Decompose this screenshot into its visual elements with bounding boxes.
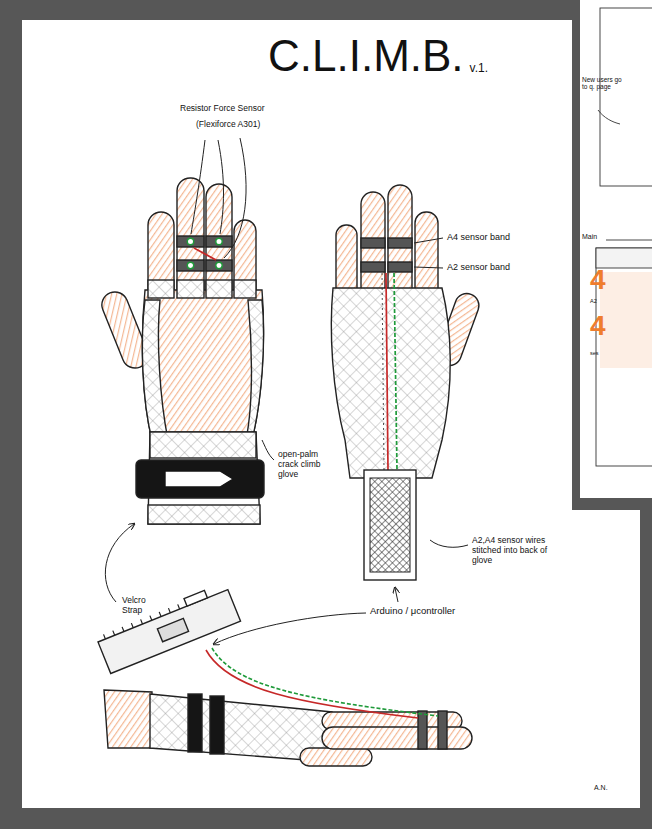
glove-side bbox=[246, 300, 264, 440]
velcro-strap bbox=[210, 696, 224, 754]
part-label: (Flexiforce A301) bbox=[196, 120, 260, 130]
leader-lines bbox=[105, 138, 274, 602]
force-sensor bbox=[177, 260, 204, 271]
title: C.L.I.M.B. bbox=[268, 34, 464, 78]
sensor-wire bbox=[394, 273, 397, 470]
sensor-band bbox=[388, 238, 412, 248]
thumb bbox=[300, 748, 372, 766]
leader-line bbox=[430, 540, 468, 547]
note: New users go to q. page bbox=[582, 76, 622, 91]
leader-line bbox=[218, 140, 224, 234]
stat-label: A2 bbox=[590, 298, 597, 304]
finger bbox=[206, 184, 232, 302]
leader-line bbox=[224, 138, 246, 258]
part-label: A4 sensor band bbox=[447, 232, 510, 242]
velcro-strap bbox=[188, 694, 202, 752]
stitching bbox=[382, 273, 384, 470]
finger bbox=[322, 727, 472, 749]
version-note: v.1. bbox=[470, 62, 488, 76]
microcontroller-board bbox=[95, 582, 241, 673]
sensor-wire bbox=[194, 248, 216, 260]
signature: A.N. bbox=[594, 784, 608, 792]
arrow bbox=[395, 588, 398, 602]
leader-line bbox=[262, 440, 274, 460]
glove-back bbox=[331, 288, 450, 478]
screen-header bbox=[596, 248, 652, 268]
part-label: open-palm crack climb glove bbox=[278, 450, 336, 479]
force-sensor bbox=[206, 236, 232, 247]
palm-view-glove bbox=[98, 178, 264, 524]
part-label: Velcro Strap bbox=[122, 596, 158, 616]
connector bbox=[184, 590, 207, 606]
finger bbox=[148, 212, 174, 302]
cuff-mesh bbox=[150, 432, 256, 458]
sensor-pad bbox=[187, 262, 193, 268]
stat-panel bbox=[600, 272, 652, 368]
part-label: A2,A4 sensor wires stitched into back of… bbox=[472, 536, 552, 565]
screen-box bbox=[600, 8, 652, 186]
finger bbox=[177, 178, 204, 302]
finger bbox=[388, 185, 412, 302]
leader-line bbox=[414, 267, 443, 268]
sensor-band bbox=[361, 238, 385, 248]
cuff-mesh bbox=[148, 505, 260, 524]
palm bbox=[142, 290, 263, 440]
glove-side bbox=[142, 300, 168, 440]
force-sensor bbox=[206, 260, 232, 271]
finger-ring bbox=[234, 280, 256, 298]
heading-line bbox=[606, 240, 652, 241]
sensor-band bbox=[418, 711, 427, 749]
back-view-glove bbox=[331, 185, 482, 580]
sensor-wire bbox=[212, 648, 438, 716]
chip bbox=[157, 618, 188, 641]
leader-line bbox=[414, 238, 443, 243]
finger-ring bbox=[148, 280, 174, 298]
stat-number: 4 bbox=[590, 312, 606, 340]
main-page bbox=[22, 20, 640, 808]
part-label: Arduino / μcontroller bbox=[370, 606, 455, 617]
sensor-band bbox=[361, 262, 385, 272]
finger bbox=[234, 220, 256, 302]
microcontroller-mesh bbox=[370, 478, 410, 572]
arrow bbox=[105, 524, 134, 602]
part-label: Resistor Force Sensor bbox=[180, 104, 265, 114]
sensor-wire bbox=[386, 273, 388, 470]
sensor-wire bbox=[206, 650, 418, 718]
screen-heading: Main bbox=[582, 233, 597, 241]
leader-lines bbox=[214, 238, 468, 644]
sensor-band bbox=[388, 262, 412, 272]
sensor-band bbox=[438, 711, 447, 749]
finger bbox=[361, 192, 385, 302]
side-view-glove bbox=[95, 582, 472, 766]
velcro-strap bbox=[136, 460, 264, 498]
strap-tab bbox=[165, 471, 233, 487]
finger-ring bbox=[206, 280, 232, 298]
finger-ring bbox=[177, 280, 204, 298]
stat-number: 4 bbox=[590, 266, 606, 294]
board bbox=[98, 590, 241, 674]
sensor-pad bbox=[187, 238, 193, 244]
stat-label: ses bbox=[590, 350, 599, 356]
force-sensor bbox=[177, 236, 204, 247]
bracket-line bbox=[598, 110, 620, 124]
microcontroller-box bbox=[364, 470, 416, 580]
leader-line bbox=[191, 140, 205, 234]
forearm bbox=[104, 690, 152, 748]
part-label: A2 sensor band bbox=[447, 262, 510, 272]
sensor-pad bbox=[216, 262, 222, 268]
sensor-pad bbox=[216, 238, 222, 244]
